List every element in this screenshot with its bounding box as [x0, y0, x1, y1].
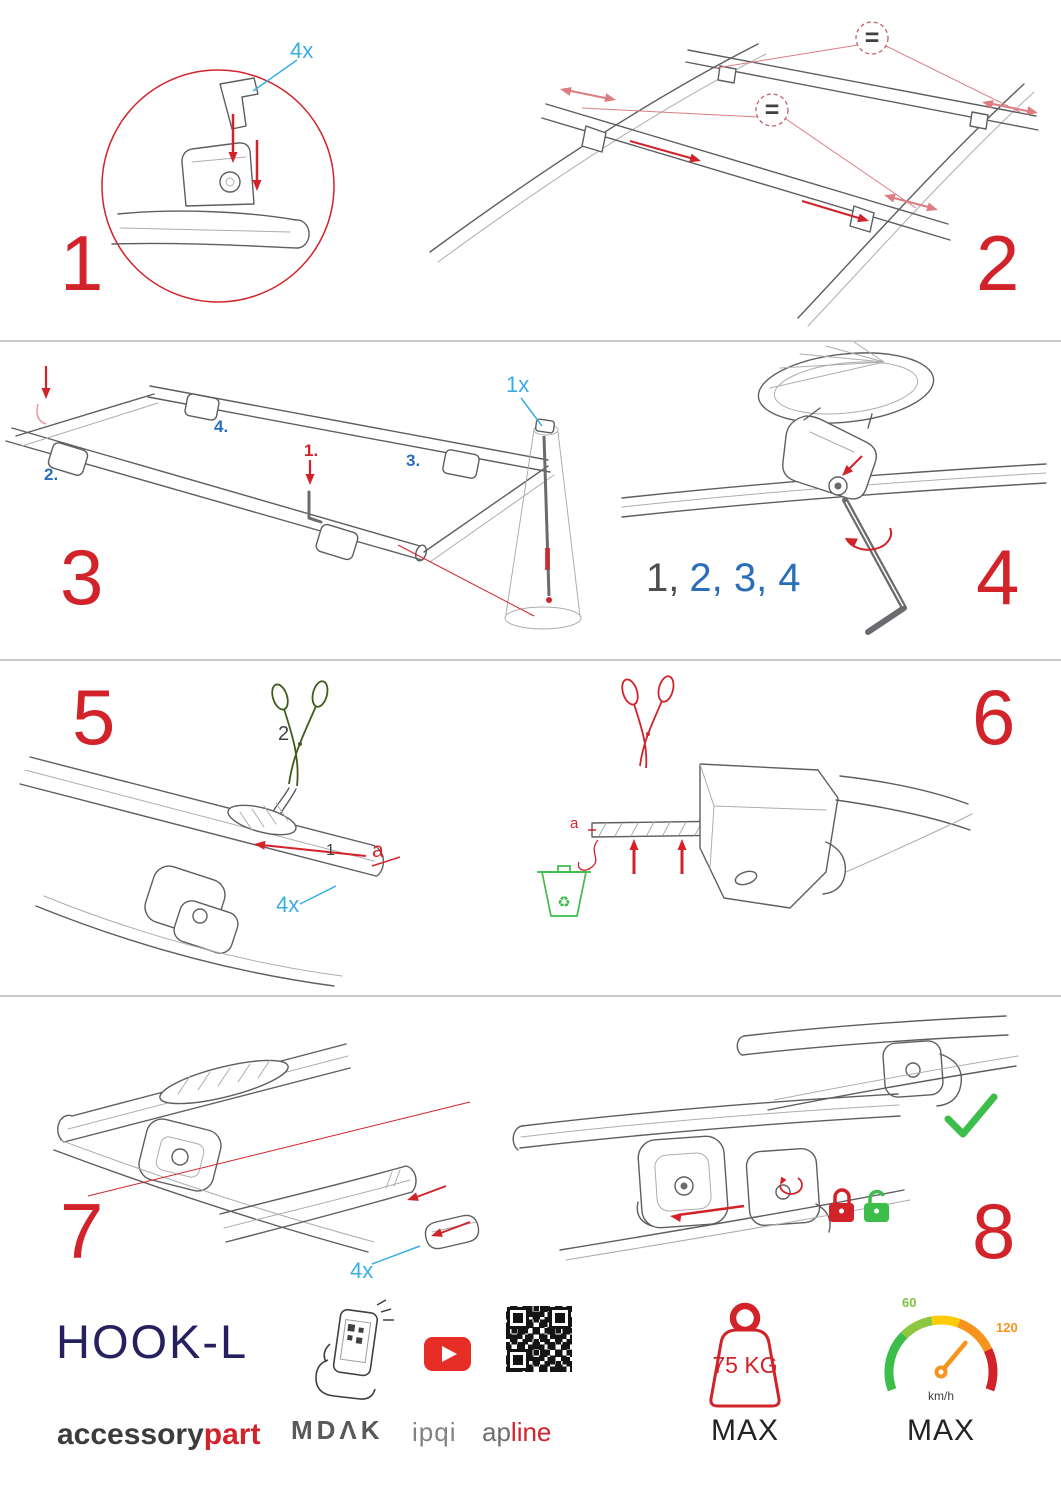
max-load-value: 75 KG — [712, 1352, 778, 1378]
section-divider — [0, 340, 1061, 342]
qr-finder — [507, 1349, 529, 1371]
step6-trim-illustration: ♻ — [537, 675, 973, 917]
logo-line: line — [510, 1417, 552, 1447]
allen-key — [842, 497, 907, 635]
sequence-first: 1, — [646, 556, 680, 600]
step-number-6: 6 — [972, 673, 1016, 761]
max-load-label: MAX — [710, 1414, 779, 1447]
discard-curl — [577, 839, 599, 871]
cone-base — [504, 606, 582, 630]
alignment-line — [87, 1101, 471, 1197]
section-divider — [0, 659, 1061, 661]
step4-tightening-illustration — [621, 341, 1047, 635]
speed-120-label: 120 — [996, 1320, 1018, 1335]
quantity-label-4x: 4x — [276, 892, 300, 917]
rotate-arrow — [779, 1177, 803, 1195]
step-number-8: 8 — [972, 1187, 1016, 1275]
logo-mdak: MDΛK — [291, 1415, 384, 1445]
qty-leader-line — [252, 59, 298, 92]
brand-part: part — [203, 1418, 261, 1451]
logo-apline: apline — [482, 1419, 551, 1445]
logo-ipqi: ipqi — [412, 1417, 457, 1447]
equal-badge-circle — [755, 93, 789, 127]
order-label-2: 2. — [44, 465, 59, 484]
product-name: HOOK-L — [56, 1315, 249, 1368]
tightening-sequence: 1,2, 3, 4 — [646, 558, 801, 598]
bar-opening — [159, 1059, 289, 1105]
lock-clamp — [637, 1135, 729, 1229]
padlock-unlocked-icon — [864, 1189, 889, 1222]
step7-endcap-illustration — [53, 1043, 480, 1265]
order-label-3: 3. — [406, 451, 421, 470]
strap-label-a: a — [570, 815, 579, 832]
weight-icon — [709, 1302, 781, 1408]
section-divider — [0, 995, 1061, 997]
clamp-body — [181, 142, 255, 207]
speed-unit-label: km/h — [927, 1389, 954, 1403]
max-speed-label: MAX — [906, 1414, 975, 1447]
qr-finder — [549, 1307, 571, 1329]
step3-frame-illustration — [5, 366, 582, 630]
strap-label-a: a — [372, 839, 384, 862]
step1-magnifier-illustration — [101, 59, 335, 303]
rotate-arrow — [845, 527, 893, 551]
foot-bracket — [699, 763, 839, 909]
order-label-1: 1. — [304, 441, 319, 460]
allen-key-small — [307, 490, 323, 524]
step-number-4: 4 — [976, 533, 1020, 621]
step5-cut-illustration — [19, 680, 401, 987]
play-icon — [442, 1346, 457, 1362]
magnifier-circle — [101, 69, 335, 303]
scissors-icon — [621, 675, 675, 769]
step-number-1: 1 — [60, 219, 104, 307]
order-label-4: 4. — [214, 417, 229, 436]
equal-symbol: = — [764, 96, 780, 124]
qr-finder — [507, 1307, 529, 1329]
logo-ap: ap — [482, 1417, 511, 1447]
step-number-7: 7 — [60, 1187, 104, 1275]
qty-leader-line — [520, 397, 543, 427]
qr-code — [506, 1306, 572, 1372]
qty-leader-line — [371, 1245, 421, 1265]
step-number-3: 3 — [60, 533, 104, 621]
step-number-2: 2 — [976, 219, 1020, 307]
padlock-locked-icon — [829, 1188, 854, 1222]
step-number-5: 5 — [72, 673, 116, 761]
bar-profile — [757, 352, 935, 424]
clamp-body — [782, 415, 878, 500]
quantity-label-1x: 1x — [506, 372, 530, 397]
equal-symbol: = — [864, 24, 880, 52]
phone-qr-icon — [315, 1299, 394, 1400]
quantity-label-4x: 4x — [290, 38, 314, 63]
trash-bin-icon — [537, 865, 591, 917]
cut-label-2: 2 — [278, 723, 290, 745]
speedometer-icon — [884, 1315, 998, 1392]
step2-spacing-illustration — [429, 21, 1040, 327]
check-icon — [944, 1093, 998, 1138]
step8-lock-illustration — [512, 1015, 1019, 1261]
hand — [315, 1343, 376, 1400]
recycle-icon: ♻ — [557, 894, 570, 911]
brand-accessory: accessory — [57, 1418, 204, 1451]
hook-strap-part — [219, 77, 259, 130]
equal-badge-circle — [855, 21, 889, 55]
qty-leader-line — [299, 885, 337, 905]
speed-60-label: 60 — [902, 1295, 917, 1310]
quantity-label-4x: 4x — [350, 1258, 374, 1283]
cut-label-1: 1 — [326, 842, 335, 859]
scissors-icon — [271, 680, 329, 787]
lock-clamp — [745, 1147, 821, 1227]
youtube-icon — [424, 1337, 471, 1371]
brand-logo: accessorypart — [57, 1420, 260, 1450]
sequence-rest: 2, 3, 4 — [689, 556, 801, 600]
